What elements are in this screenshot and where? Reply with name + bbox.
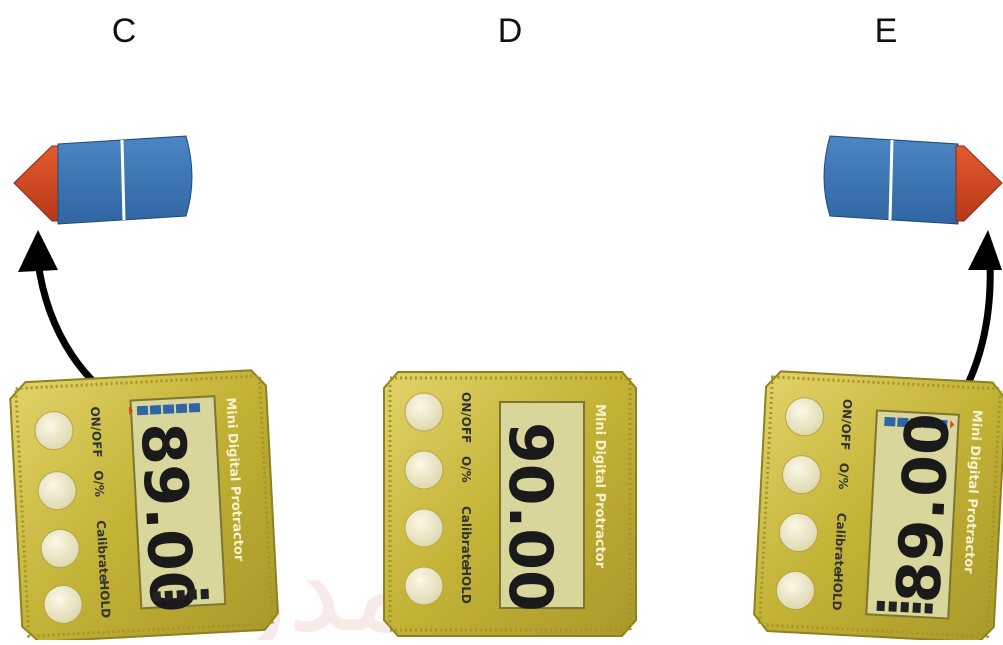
- level-divider-c: [122, 140, 124, 220]
- calibrate-button[interactable]: [405, 509, 443, 547]
- bubble-level-e: [824, 136, 1002, 224]
- onoff-label: ON/OFF: [459, 392, 473, 443]
- lcd-reading: 89.00: [884, 412, 964, 605]
- zero-label: O/%: [836, 462, 851, 489]
- bubble-level-c: [14, 136, 192, 224]
- protractor-device-c: ON/OFF O/% Calibrate HOLD 89.00 Mini Dig…: [9, 370, 278, 640]
- label-d: D: [490, 12, 530, 51]
- hold-label: HOLD: [829, 572, 845, 611]
- protractor-device-e: ON/OFF O/% Calibrate HOLD 89.00 Mini Dig…: [753, 371, 1003, 640]
- zero-label: O/%: [459, 456, 473, 483]
- label-c: C: [104, 12, 144, 51]
- lcd-reading: 89.00: [127, 421, 207, 614]
- hold-label: HOLD: [97, 580, 113, 619]
- level-pointer-right: [956, 146, 1002, 221]
- calibrate-label: Calibrate: [459, 506, 473, 568]
- level-divider-e: [890, 140, 892, 220]
- hold-button[interactable]: [405, 567, 443, 605]
- lcd-reading: 90.00: [495, 422, 565, 612]
- protractor-device-d: ON/OFF O/% Calibrate HOLD 90.00 Mini Dig…: [384, 372, 636, 636]
- zero-button[interactable]: [405, 451, 443, 489]
- onoff-button[interactable]: [405, 393, 443, 431]
- label-e: E: [866, 12, 906, 51]
- onoff-label: ON/OFF: [88, 406, 105, 458]
- level-pointer-left: [14, 146, 60, 221]
- hold-label: HOLD: [459, 566, 473, 604]
- onoff-label: ON/OFF: [838, 399, 855, 451]
- zero-label: O/%: [91, 470, 106, 497]
- brand-label: Mini Digital Protractor: [592, 404, 607, 569]
